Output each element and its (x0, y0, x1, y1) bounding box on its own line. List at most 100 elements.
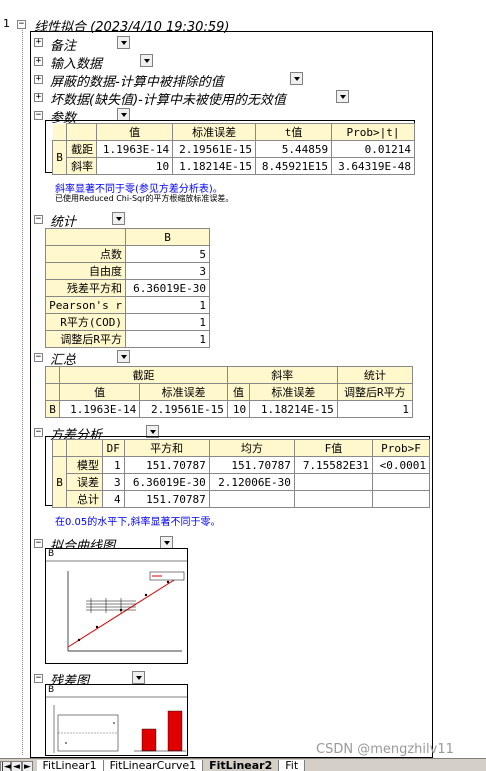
stats-row-label: 调整后R平方 (45, 330, 126, 348)
node-params[interactable]: 参数 (50, 111, 77, 126)
summary-cell: 1.1963E-14 (58, 400, 141, 418)
anova-cell: 6.36019E-30 (123, 473, 210, 491)
anova-cell (208, 490, 295, 508)
params-table: 值 标准误差 t值 Prob>|t| B 截距 1.1963E-14 2.195… (52, 123, 415, 175)
anova-cell: 2.12006E-30 (208, 473, 295, 491)
nav-next-button[interactable]: ► (22, 761, 33, 771)
summary-subheader: 值 (226, 383, 251, 401)
anova-cell (293, 473, 374, 491)
residual-thumbnail (46, 696, 187, 753)
tab-fitlinear2[interactable]: FitLinear2 (203, 760, 280, 771)
summary-subheader: 调整后R平方 (336, 383, 414, 401)
collapse-stats-button[interactable]: − (34, 214, 43, 224)
summary-subheader: 标准误差 (139, 383, 228, 401)
anova-cell (372, 473, 430, 491)
anova-cell: 151.70787 (123, 490, 210, 508)
fit-curve-graph-label: B (48, 549, 55, 559)
params-row-label: 斜率 (65, 157, 98, 175)
anova-cell (372, 490, 430, 508)
anova-dropdown[interactable] (146, 425, 159, 438)
line-number: 1 (3, 17, 10, 30)
params-cell: 3.64319E-48 (331, 157, 415, 175)
stats-cell: 5 (125, 245, 210, 263)
fit-curve-graph[interactable]: B (45, 548, 188, 664)
stats-cell: 6.36019E-30 (125, 279, 210, 297)
node-summary[interactable]: 汇总 (50, 353, 77, 368)
input-dropdown[interactable] (140, 54, 153, 67)
notes-dropdown[interactable] (117, 36, 130, 49)
summary-group-intercept: 截距 (59, 366, 228, 384)
params-col-tvalue: t值 (255, 123, 333, 141)
tab-fitlinear1[interactable]: FitLinear1 (36, 760, 104, 771)
params-row-label: 截距 (65, 140, 98, 158)
stats-row-label: Pearson's r (45, 296, 126, 314)
summary-group-stats: 统计 (336, 366, 414, 384)
stats-row-label: 点数 (45, 245, 126, 263)
resid-dropdown[interactable] (132, 671, 145, 684)
node-bad-data[interactable]: 坏数据(缺失值)-计算中未被使用的无效值 (50, 93, 286, 108)
collapse-params-button[interactable]: − (34, 110, 43, 120)
params-note-scaling: 已使用Reduced Chi-Sqr的平方根缩放标准误差。 (55, 194, 234, 203)
anova-col-prob: Prob>F (372, 439, 430, 457)
node-masked-data[interactable]: 屏蔽的数据-计算中被排除的值 (50, 75, 224, 90)
expand-notes-button[interactable]: + (34, 37, 43, 47)
residual-graph[interactable]: B (45, 684, 188, 756)
anova-cell: 151.70787 (123, 456, 210, 474)
params-cell: 1.18214E-15 (172, 157, 257, 175)
anova-col-f: F值 (293, 439, 374, 457)
node-stats[interactable]: 统计 (50, 215, 77, 230)
stats-cell: 3 (125, 262, 210, 280)
expand-input-button[interactable]: + (34, 56, 43, 66)
params-cell: 10 (96, 157, 174, 175)
collapse-root-button[interactable]: − (17, 19, 26, 29)
anova-group-label: B (52, 456, 67, 508)
summary-cell: 10 (226, 400, 251, 418)
summary-cell: 2.19561E-15 (139, 400, 228, 418)
anova-cell: 3 (102, 473, 125, 491)
summary-cell: 1 (336, 400, 414, 418)
params-col-stderr: 标准误差 (172, 123, 257, 141)
collapse-summary-button[interactable]: − (34, 352, 43, 362)
fit-curve-thumbnail (46, 560, 187, 652)
bad-dropdown[interactable] (336, 90, 349, 103)
summary-table: 截距 斜率 统计 值 标准误差 值 标准误差 调整后R平方 B 1.1963E-… (45, 366, 414, 418)
expand-masked-button[interactable]: + (34, 74, 43, 84)
tree-guide (22, 30, 23, 755)
tab-fitlinearcurve1[interactable]: FitLinearCurve1 (103, 760, 204, 771)
params-note-significance: 斜率显著不同于零(参见方差分析表)。 (55, 184, 223, 195)
report-frame (30, 31, 433, 758)
params-cell: 5.44859 (255, 140, 333, 158)
stats-cell: 1 (125, 296, 210, 314)
anova-col-ms: 均方 (208, 439, 295, 457)
stats-dropdown[interactable] (112, 212, 125, 225)
collapse-anova-button[interactable]: − (34, 427, 43, 437)
summary-group-slope: 斜率 (226, 366, 338, 384)
summary-dropdown[interactable] (117, 350, 130, 363)
params-cell: 0.01214 (331, 140, 415, 158)
stats-cell: 1 (125, 313, 210, 331)
anova-col-ss: 平方和 (123, 439, 210, 457)
summary-row-label: B (45, 400, 60, 418)
anova-row-label: 误差 (66, 473, 103, 491)
masked-dropdown[interactable] (290, 72, 303, 85)
summary-subheader: 值 (58, 383, 141, 401)
nav-first-button[interactable]: |◄ (0, 761, 11, 771)
watermark: CSDN @mengzhilv11 (316, 742, 454, 757)
node-input-data[interactable]: 输入数据 (50, 57, 103, 72)
expand-bad-button[interactable]: + (34, 92, 43, 102)
params-cell: 1.1963E-14 (96, 140, 174, 158)
stats-row-label: 自由度 (45, 262, 126, 280)
params-group-label: B (52, 140, 67, 175)
anova-cell: 151.70787 (208, 456, 295, 474)
collapse-resid-button[interactable]: − (34, 673, 43, 683)
tab-fit[interactable]: Fit (279, 760, 306, 771)
stats-row-label: R平方(COD) (45, 313, 126, 331)
anova-col-df: DF (102, 439, 125, 457)
collapse-fitcurve-button[interactable]: − (34, 538, 43, 548)
params-col-prob: Prob>|t| (331, 123, 415, 141)
nav-prev-button[interactable]: ◄ (11, 761, 22, 771)
anova-row-label: 模型 (66, 456, 103, 474)
node-notes[interactable]: 备注 (50, 39, 77, 54)
stats-row-label: 残差平方和 (45, 279, 126, 297)
